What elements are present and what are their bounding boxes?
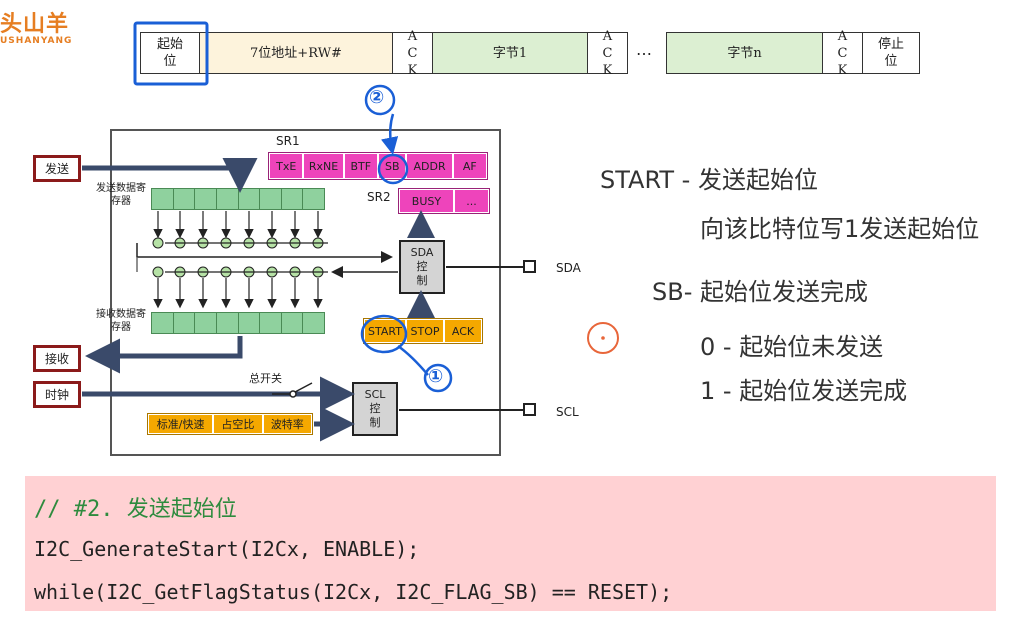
note-start-bit: START - 发送起始位 xyxy=(600,166,818,194)
ccr-bit-duty: 占空比 xyxy=(213,414,263,434)
code-block xyxy=(25,476,996,611)
clock-button[interactable]: 时钟 xyxy=(33,381,81,408)
frame-ellipsis: … xyxy=(636,40,652,59)
start-bit-highlight xyxy=(133,21,209,86)
note-start-write: 向该比特位写1发送起始位 xyxy=(700,215,980,243)
sr2-bit-more: ... xyxy=(453,189,489,213)
sr2-register: BUSY ... xyxy=(398,188,490,214)
scl-pin-label: SCL xyxy=(556,405,579,419)
code-comment: // #2. 发送起始位 xyxy=(34,497,237,522)
logo-subtext: USHANYANG xyxy=(0,36,73,46)
sr1-bit-af: AF xyxy=(452,153,487,179)
sr1-bit-rxne: RxNE xyxy=(303,153,344,179)
main-switch-label: 总开关 xyxy=(249,372,282,385)
annotation-2: ② xyxy=(369,87,385,108)
annotation-1: ① xyxy=(428,366,444,387)
frame-start-bit: 起始位 xyxy=(140,32,200,74)
note-sb-flag: SB- 起始位发送完成 xyxy=(652,278,868,306)
sr1-bit-txe: TxE xyxy=(269,153,304,179)
cr-bit-ack: ACK xyxy=(444,319,482,343)
note-sb-1: 1 - 起始位发送完成 xyxy=(700,377,908,405)
receive-button[interactable]: 接收 xyxy=(33,345,81,372)
logo: 头山羊 USHANYANG xyxy=(0,6,72,46)
sr1-bit-btf: BTF xyxy=(343,153,378,179)
receive-register-label: 接收数据寄存器 xyxy=(96,309,146,333)
sr1-label: SR1 xyxy=(276,134,300,148)
code-line-1: I2C_GenerateStart(I2Cx, ENABLE); xyxy=(34,537,420,561)
send-register-label: 发送数据寄存器 xyxy=(96,183,146,207)
frame-ack-2: ACK xyxy=(587,29,628,78)
send-button[interactable]: 发送 xyxy=(33,155,81,182)
receive-data-register xyxy=(151,312,325,334)
logo-text: 头山羊 xyxy=(0,12,70,37)
ccr-bit-mode: 标准/快速 xyxy=(148,414,214,434)
code-line-2: while(I2C_GetFlagStatus(I2Cx, I2C_FLAG_S… xyxy=(34,580,673,604)
sr2-label: SR2 xyxy=(367,190,391,204)
note-sb-0: 0 - 起始位未发送 xyxy=(700,333,884,361)
frame-address: 7位地址+RW# xyxy=(199,32,393,74)
frame-stop-bit: 停止位 xyxy=(862,32,920,74)
sr1-register: TxE RxNE BTF SB ADDR AF xyxy=(268,152,488,180)
clock-control-register: 标准/快速 占空比 波特率 xyxy=(147,413,313,435)
frame-byte-1: 字节1 xyxy=(432,32,588,74)
ccr-bit-baud: 波特率 xyxy=(262,414,313,434)
frame-ack-1: ACK xyxy=(392,29,433,78)
sda-pin-label: SDA xyxy=(556,261,581,275)
